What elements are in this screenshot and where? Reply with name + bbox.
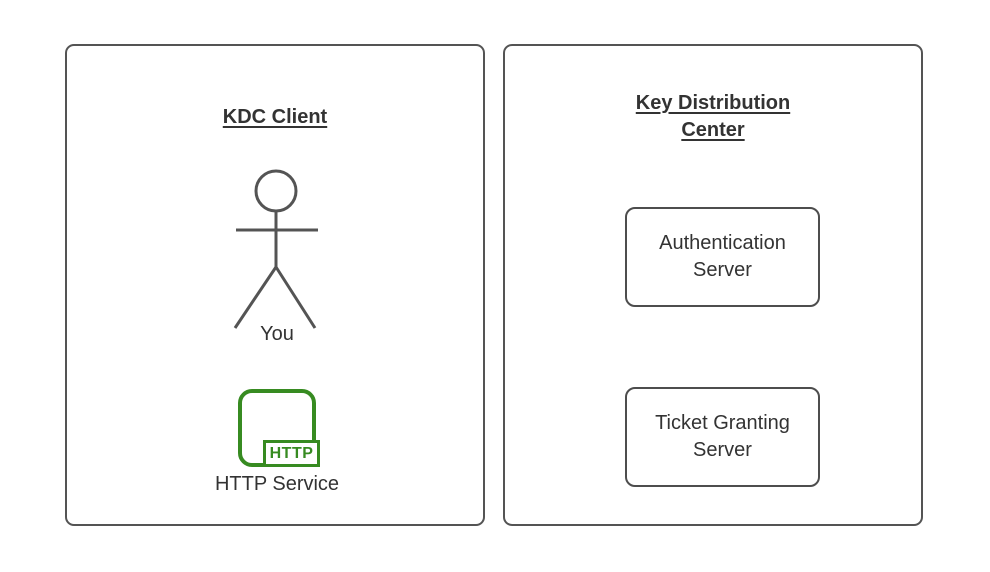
kdc-client-panel: KDC Client You HTTP HTTP Service: [65, 44, 485, 526]
kdc-client-title-text: KDC Client: [222, 106, 328, 128]
stick-figure-person-icon: [233, 169, 318, 329]
kdc-title: Key Distribution Center: [505, 90, 921, 144]
key-distribution-center-panel: Key Distribution Center Authentication S…: [503, 44, 923, 526]
ticket-granting-server-label: Ticket Granting Server: [655, 412, 790, 461]
ticket-granting-server-box: Ticket Granting Server: [625, 387, 820, 487]
authentication-server-box: Authentication Server: [625, 207, 820, 307]
authentication-server-label: Authentication Server: [659, 232, 786, 281]
http-badge: HTTP: [263, 440, 320, 467]
kdc-title-text: Key Distribution Center: [635, 92, 791, 141]
kdc-client-title: KDC Client: [67, 104, 483, 131]
actor-label: You: [260, 323, 294, 345]
http-service-label: HTTP Service: [214, 473, 340, 495]
http-service-icon: HTTP: [238, 389, 320, 467]
